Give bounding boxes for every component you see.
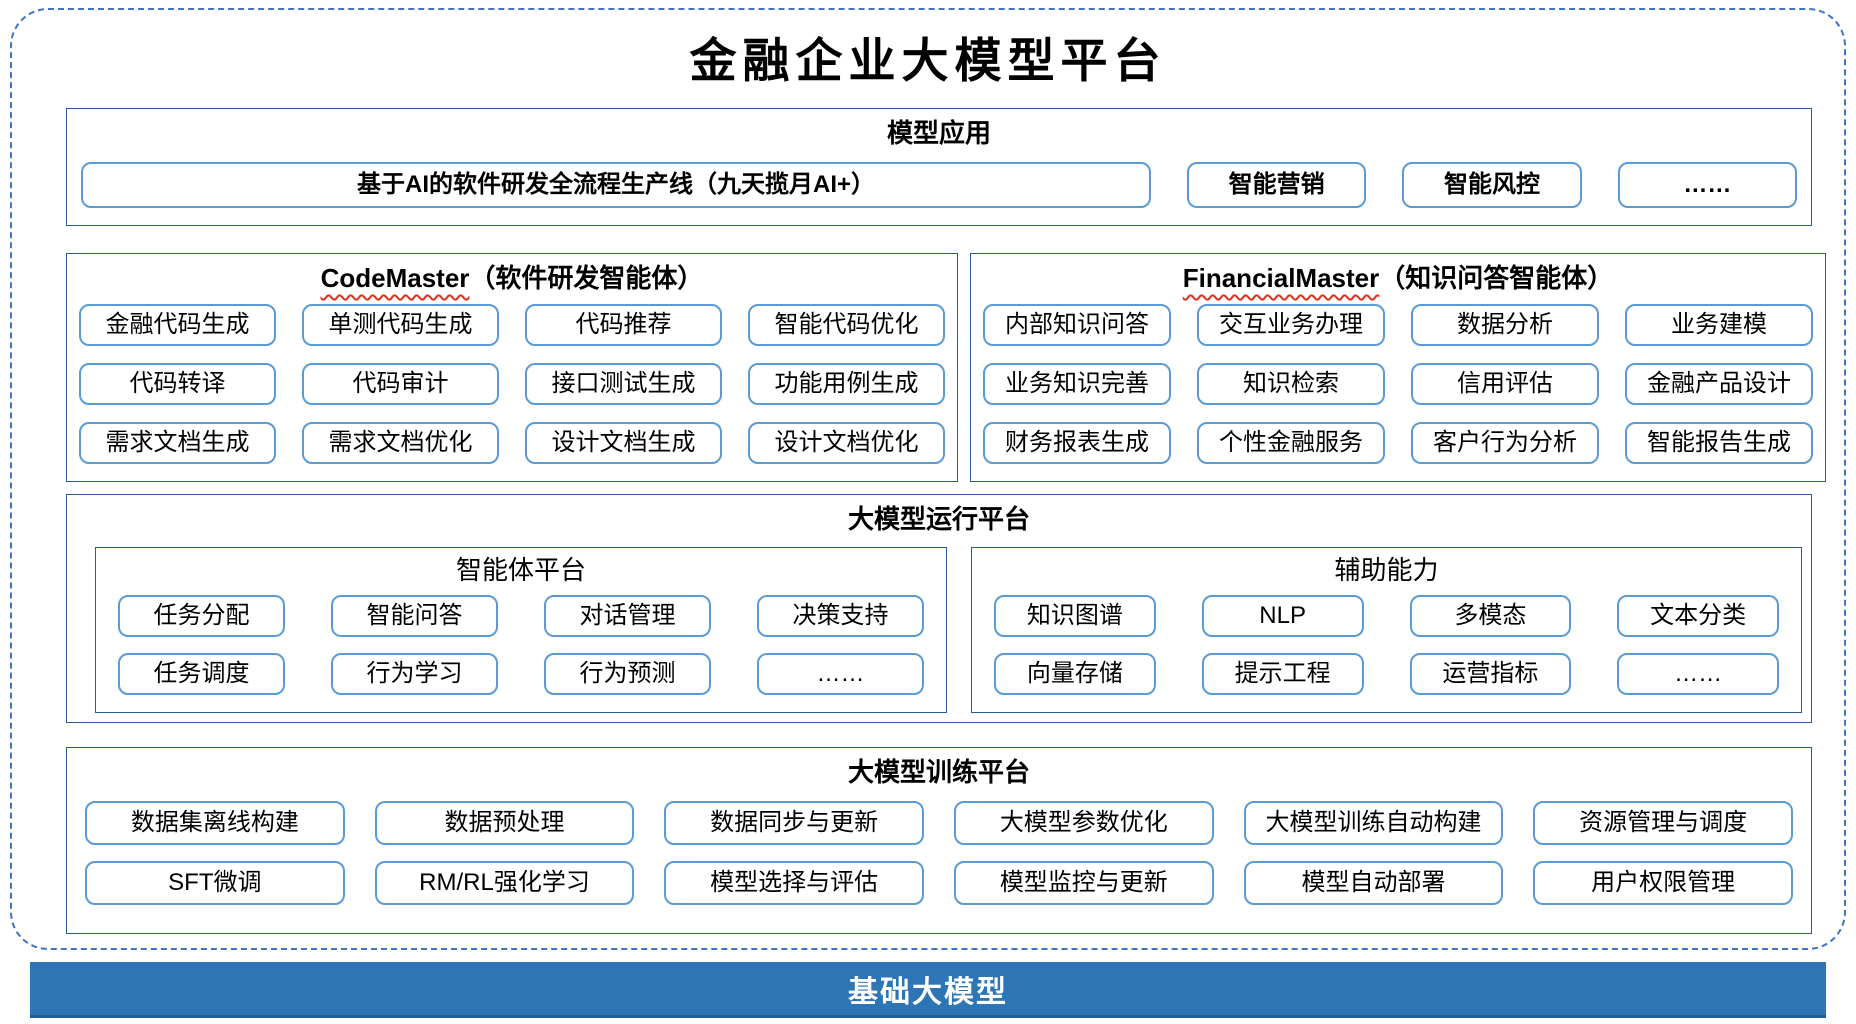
training-item: 模型选择与评估 bbox=[664, 861, 924, 905]
training-item: RM/RL强化学习 bbox=[374, 861, 635, 905]
financialmaster-item: 交互业务办理 bbox=[1197, 304, 1385, 346]
codemaster-item: 代码推荐 bbox=[525, 304, 722, 346]
codemaster-item: 代码审计 bbox=[302, 363, 499, 405]
financialmaster-item: 智能报告生成 bbox=[1625, 422, 1813, 464]
codemaster-header-zh: （软件研发智能体） bbox=[469, 263, 704, 293]
section-codemaster: CodeMaster（软件研发智能体） 金融代码生成 单测代码生成 代码推荐 智… bbox=[66, 253, 958, 482]
codemaster-header: CodeMaster（软件研发智能体） bbox=[67, 254, 957, 295]
codemaster-grid: 金融代码生成 单测代码生成 代码推荐 智能代码优化 代码转译 代码审计 接口测试… bbox=[67, 295, 957, 464]
training-item: 数据集离线构建 bbox=[85, 801, 345, 845]
app-box-pipeline: 基于AI的软件研发全流程生产线（九天揽月AI+） bbox=[81, 162, 1151, 208]
training-item: 大模型参数优化 bbox=[953, 801, 1214, 845]
section-financialmaster: FinancialMaster（知识问答智能体） 内部知识问答 交互业务办理 数… bbox=[970, 253, 1826, 482]
training-item: 模型自动部署 bbox=[1243, 861, 1504, 905]
agent-platform-item: 任务调度 bbox=[118, 653, 285, 695]
section-runtime-platform: 大模型运行平台 智能体平台 任务分配 智能问答 对话管理 决策支持 任务调度 行… bbox=[66, 494, 1812, 723]
training-item: 数据预处理 bbox=[374, 801, 635, 845]
financialmaster-header-en: FinancialMaster bbox=[1182, 263, 1380, 293]
agent-platform-item: …… bbox=[757, 653, 924, 695]
page-title: 金融企业大模型平台 bbox=[689, 34, 1167, 89]
model-application-row: 基于AI的软件研发全流程生产线（九天揽月AI+） 智能营销 智能风控 …… bbox=[67, 150, 1811, 208]
app-box-marketing: 智能营销 bbox=[1187, 162, 1367, 208]
app-box-more: …… bbox=[1617, 162, 1797, 208]
codemaster-item: 需求文档优化 bbox=[302, 422, 499, 464]
aux-capability-header: 辅助能力 bbox=[1334, 555, 1439, 585]
aux-capability-item: 运营指标 bbox=[1409, 653, 1572, 695]
training-header: 大模型训练平台 bbox=[847, 757, 1030, 787]
codemaster-item: 功能用例生成 bbox=[748, 363, 945, 405]
runtime-header: 大模型运行平台 bbox=[847, 504, 1030, 534]
agent-platform-item: 行为学习 bbox=[331, 653, 498, 695]
section-model-application: 模型应用 基于AI的软件研发全流程生产线（九天揽月AI+） 智能营销 智能风控 … bbox=[66, 108, 1812, 226]
codemaster-item: 单测代码生成 bbox=[302, 304, 499, 346]
app-box-risk: 智能风控 bbox=[1402, 162, 1582, 208]
subsection-aux-capability: 辅助能力 知识图谱 NLP 多模态 文本分类 向量存储 提示工程 运营指标 …… bbox=[971, 547, 1802, 713]
model-application-header: 模型应用 bbox=[886, 118, 991, 148]
training-item: 资源管理与调度 bbox=[1533, 801, 1793, 845]
agent-platform-header: 智能体平台 bbox=[455, 555, 586, 585]
codemaster-item: 代码转译 bbox=[79, 363, 276, 405]
section-training-platform: 大模型训练平台 数据集离线构建 数据预处理 数据同步与更新 大模型参数优化 大模… bbox=[66, 747, 1812, 934]
aux-capability-item: …… bbox=[1617, 653, 1779, 695]
codemaster-item: 需求文档生成 bbox=[79, 422, 276, 464]
codemaster-item: 金融代码生成 bbox=[79, 304, 276, 346]
financialmaster-item: 财务报表生成 bbox=[983, 422, 1171, 464]
codemaster-item: 接口测试生成 bbox=[525, 363, 722, 405]
aux-capability-item: 文本分类 bbox=[1617, 595, 1779, 637]
training-item: SFT微调 bbox=[85, 861, 345, 905]
financialmaster-item: 知识检索 bbox=[1197, 363, 1385, 405]
financialmaster-item: 数据分析 bbox=[1411, 304, 1599, 346]
foundation-model-bar: 基础大模型 bbox=[30, 962, 1826, 1018]
financialmaster-grid: 内部知识问答 交互业务办理 数据分析 业务建模 业务知识完善 知识检索 信用评估… bbox=[971, 295, 1825, 464]
aux-capability-item: NLP bbox=[1201, 595, 1364, 637]
aux-capability-item: 知识图谱 bbox=[994, 595, 1156, 637]
agent-platform-item: 智能问答 bbox=[331, 595, 498, 637]
aux-capability-grid: 知识图谱 NLP 多模态 文本分类 向量存储 提示工程 运营指标 …… bbox=[972, 587, 1801, 695]
codemaster-item: 设计文档优化 bbox=[748, 422, 945, 464]
subsection-agent-platform: 智能体平台 任务分配 智能问答 对话管理 决策支持 任务调度 行为学习 行为预测… bbox=[95, 547, 947, 713]
aux-capability-item: 向量存储 bbox=[994, 653, 1156, 695]
financialmaster-item: 业务知识完善 bbox=[983, 363, 1171, 405]
financialmaster-item: 信用评估 bbox=[1411, 363, 1599, 405]
financialmaster-header-zh: （知识问答智能体） bbox=[1379, 263, 1614, 293]
financialmaster-item: 客户行为分析 bbox=[1411, 422, 1599, 464]
training-item: 模型监控与更新 bbox=[953, 861, 1214, 905]
financialmaster-header: FinancialMaster（知识问答智能体） bbox=[971, 254, 1825, 295]
codemaster-header-en: CodeMaster bbox=[320, 263, 470, 293]
financialmaster-item: 个性金融服务 bbox=[1197, 422, 1385, 464]
agent-platform-grid: 任务分配 智能问答 对话管理 决策支持 任务调度 行为学习 行为预测 …… bbox=[96, 587, 946, 695]
agent-platform-item: 决策支持 bbox=[757, 595, 924, 637]
agent-platform-item: 行为预测 bbox=[544, 653, 711, 695]
financialmaster-item: 内部知识问答 bbox=[983, 304, 1171, 346]
training-item: 用户权限管理 bbox=[1533, 861, 1793, 905]
training-grid: 数据集离线构建 数据预处理 数据同步与更新 大模型参数优化 大模型训练自动构建 … bbox=[67, 789, 1811, 905]
codemaster-item: 设计文档生成 bbox=[525, 422, 722, 464]
aux-capability-item: 提示工程 bbox=[1201, 653, 1364, 695]
financialmaster-item: 业务建模 bbox=[1625, 304, 1813, 346]
codemaster-item: 智能代码优化 bbox=[748, 304, 945, 346]
foundation-model-label: 基础大模型 bbox=[848, 975, 1008, 1009]
aux-capability-item: 多模态 bbox=[1409, 595, 1572, 637]
training-item: 数据同步与更新 bbox=[664, 801, 924, 845]
financialmaster-item: 金融产品设计 bbox=[1625, 363, 1813, 405]
agent-platform-item: 任务分配 bbox=[118, 595, 285, 637]
training-item: 大模型训练自动构建 bbox=[1243, 801, 1504, 845]
agent-platform-item: 对话管理 bbox=[544, 595, 711, 637]
